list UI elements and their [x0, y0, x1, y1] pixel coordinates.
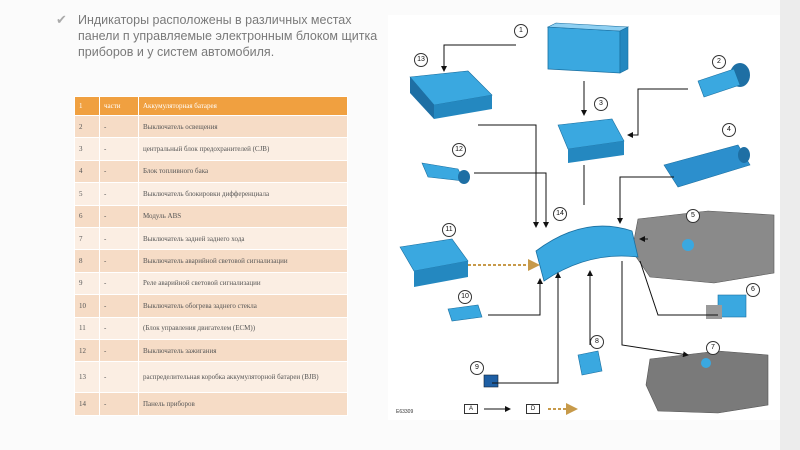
table-row: 7-Выключатель задней заднего хода	[74, 226, 348, 251]
row-desc: Блок топливного бака	[138, 159, 348, 184]
row-num: 8	[74, 249, 100, 273]
row-desc: Выключатель блокировки дифференциала	[138, 182, 348, 206]
callout-2: 2	[712, 55, 726, 69]
row-desc: Выключатель зажигания	[138, 338, 348, 363]
instrument-cluster-part	[535, 225, 639, 282]
row-num: 3	[74, 137, 100, 161]
row-part: -	[99, 316, 139, 340]
row-part: -	[99, 249, 139, 273]
wiring-diagram: 1 2 3 4 5 6 7 8 9 10 11 12 13 14 E63309 …	[388, 15, 780, 420]
cjb-part	[557, 118, 625, 163]
table-row: 5-Выключатель блокировки дифференциала	[74, 182, 348, 206]
battery-part	[546, 22, 630, 74]
check-mark-icon: ✔	[56, 12, 67, 27]
callout-11: 11	[442, 223, 456, 237]
can-bus-arrows	[468, 259, 578, 415]
row-part: -	[99, 137, 139, 161]
light-switch-part	[697, 63, 750, 98]
table-row: 11-(Блок управления двигателем (ECM))	[74, 316, 348, 340]
table-row: 12-Выключатель зажигания	[74, 338, 348, 363]
row-num: 12	[74, 338, 100, 363]
row-num: 13	[74, 361, 100, 394]
row-desc: (Блок управления двигателем (ECM))	[138, 316, 348, 340]
row-num: 7	[74, 226, 100, 251]
row-part: -	[99, 182, 139, 206]
table-row: 8-Выключатель аварийной световой сигнали…	[74, 249, 348, 273]
callout-7: 7	[706, 341, 720, 355]
row-desc: Модуль ABS	[138, 204, 348, 228]
row-part: -	[99, 294, 139, 318]
ecm-part	[399, 238, 469, 287]
legend-d: D	[526, 404, 540, 414]
callout-13: 13	[414, 53, 428, 67]
header-bullet: ✔ Индикаторы расположены в различных мес…	[56, 12, 388, 60]
table-row: 3-центральный блок предохранителей (CJB)	[74, 137, 348, 161]
connection-arrows	[441, 44, 718, 412]
table-row: 6-Модуль ABS	[74, 204, 348, 228]
row-num: 10	[74, 294, 100, 318]
table-header-num: 1	[74, 96, 100, 116]
row-part: -	[99, 204, 139, 228]
row-num: 5	[74, 182, 100, 206]
callout-12: 12	[452, 143, 466, 157]
legend-a: A	[464, 404, 478, 414]
callout-3: 3	[594, 97, 608, 111]
table-row: 9-Реле аварийной световой сигнализации	[74, 271, 348, 296]
figure-code: E63309	[396, 409, 414, 415]
callout-8: 8	[590, 335, 604, 349]
header-text: Индикаторы расположены в различных места…	[78, 13, 378, 59]
callout-4: 4	[722, 123, 736, 137]
callout-9: 9	[470, 361, 484, 375]
hazard-relay-part	[483, 374, 499, 388]
row-num: 14	[74, 392, 100, 416]
reverse-switch-transmission-part	[645, 350, 769, 414]
row-num: 4	[74, 159, 100, 184]
hazard-switch-part	[577, 350, 603, 376]
row-desc: распределительная коробка аккумуляторной…	[138, 361, 348, 394]
row-desc: Панель приборов	[138, 392, 348, 416]
callout-10: 10	[458, 290, 472, 304]
row-num: 9	[74, 271, 100, 296]
row-part: -	[99, 114, 139, 139]
table-row: 4-Блок топливного бака	[74, 159, 348, 184]
row-desc: Выключатель освещения	[138, 114, 348, 139]
table-header-desc: Аккумуляторная батарея	[138, 96, 348, 116]
row-part: -	[99, 271, 139, 296]
callout-5: 5	[686, 209, 700, 223]
table-header-row: 1 части Аккумуляторная батарея	[74, 96, 348, 116]
callout-6: 6	[746, 283, 760, 297]
table-row: 2-Выключатель освещения	[74, 114, 348, 139]
row-desc: Реле аварийной световой сигнализации	[138, 271, 348, 296]
row-num: 2	[74, 114, 100, 139]
table-row: 10-Выключатель обогрева заднего стекла	[74, 294, 348, 318]
row-num: 6	[74, 204, 100, 228]
row-desc: Выключатель задней заднего хода	[138, 226, 348, 251]
row-part: -	[99, 159, 139, 184]
rear-heater-switch-part	[447, 304, 483, 322]
row-desc: Выключатель аварийной световой сигнализа…	[138, 249, 348, 273]
row-desc: центральный блок предохранителей (CJB)	[138, 137, 348, 161]
callout-1: 1	[514, 24, 528, 38]
row-part: -	[99, 338, 139, 363]
row-part: -	[99, 226, 139, 251]
diff-lock-gearbox-part	[631, 210, 775, 284]
ignition-switch-part	[421, 162, 470, 184]
row-part: -	[99, 361, 139, 394]
table-header-part: части	[99, 96, 139, 116]
row-num: 11	[74, 316, 100, 340]
bjb-part	[409, 70, 493, 119]
callout-14: 14	[553, 207, 567, 221]
diagram-svg	[399, 22, 775, 415]
right-margin-strip	[780, 0, 800, 450]
parts-table: 1 части Аккумуляторная батарея 2-Выключа…	[74, 96, 348, 416]
table-row: 13-распределительная коробка аккумулятор…	[74, 361, 348, 394]
row-desc: Выключатель обогрева заднего стекла	[138, 294, 348, 318]
row-part: -	[99, 392, 139, 416]
fuel-tank-unit-part	[663, 144, 751, 188]
table-row: 14-Панель приборов	[74, 392, 348, 416]
